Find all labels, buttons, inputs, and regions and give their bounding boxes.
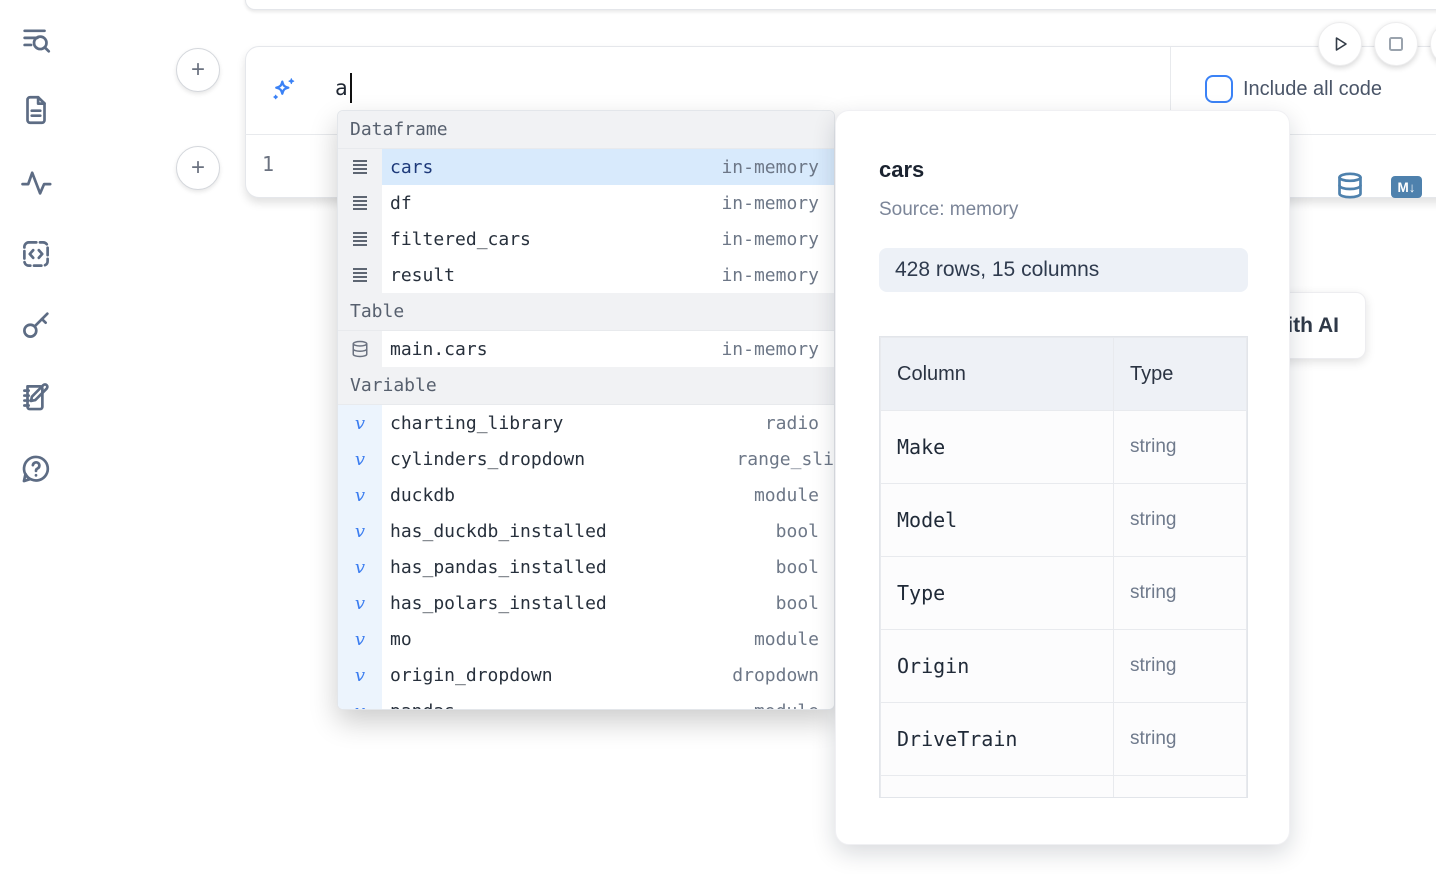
shape-badge: 428 rows, 15 columns <box>879 248 1248 292</box>
panel-source: Source: memory <box>879 199 1246 221</box>
variable-icon: v <box>355 629 365 650</box>
variable-icon: v <box>355 521 365 542</box>
schema-header-row: Column Type <box>881 338 1247 411</box>
schema-table: Column Type Make string Model string Typ… <box>880 337 1247 798</box>
sidebar-item-snippets[interactable] <box>18 236 54 272</box>
autocomplete-item-charting-library[interactable]: v charting_library radio <box>338 405 834 441</box>
schema-row: Make string <box>881 411 1247 484</box>
editor-line-number: 1 <box>262 152 274 176</box>
autocomplete-dropdown: Dataframe cars in-memory df in-memory fi… <box>337 110 835 710</box>
variable-icon: v <box>355 665 365 686</box>
autocomplete-item-cars[interactable]: cars in-memory <box>338 149 834 185</box>
autocomplete-item-has-duckdb-installed[interactable]: v has_duckdb_installed bool <box>338 513 834 549</box>
autocomplete-item-cylinders-dropdown[interactable]: v cylinders_dropdown range_sli <box>338 441 834 477</box>
column-header: Column <box>881 338 1114 411</box>
notebook-pen-icon <box>19 380 53 414</box>
sidebar-item-help[interactable] <box>18 451 54 487</box>
variable-icon: v <box>355 557 365 578</box>
sidebar-item-secrets[interactable] <box>18 307 54 343</box>
schema-row: DriveTrain string <box>881 703 1247 776</box>
schema-row-partial <box>881 776 1247 799</box>
include-all-code-label: Include all code <box>1243 78 1382 101</box>
variable-icon: v <box>355 413 365 434</box>
stop-cell-button[interactable] <box>1374 22 1418 66</box>
run-cell-button[interactable] <box>1318 22 1362 66</box>
schema-row: Origin string <box>881 630 1247 703</box>
autocomplete-item-result[interactable]: result in-memory <box>338 257 834 293</box>
autocomplete-item-has-pandas-installed[interactable]: v has_pandas_installed bool <box>338 549 834 585</box>
sidebar-item-files[interactable] <box>18 92 54 128</box>
variable-icon: v <box>355 449 365 470</box>
sidebar-item-scratchpad[interactable] <box>18 379 54 415</box>
previous-cell-fragment <box>245 0 1436 10</box>
schema-row: Model string <box>881 484 1247 557</box>
autocomplete-item-has-polars-installed[interactable]: v has_polars_installed bool <box>338 585 834 621</box>
section-header-dataframe: Dataframe <box>338 111 834 149</box>
autocomplete-item-pandas[interactable]: v pandas module <box>338 693 834 710</box>
play-icon <box>1328 32 1352 56</box>
dataframe-icon <box>351 158 369 176</box>
stop-square-icon <box>1384 32 1408 56</box>
section-header-variable: Variable <box>338 367 834 405</box>
help-chat-icon <box>19 452 53 486</box>
sidebar-item-toc[interactable] <box>18 22 54 58</box>
dataframe-icon <box>351 230 369 248</box>
dataframe-details-panel: cars Source: memory 428 rows, 15 columns… <box>835 110 1290 845</box>
section-header-table: Table <box>338 293 834 331</box>
text-cursor <box>350 73 352 103</box>
autocomplete-item-origin-dropdown[interactable]: v origin_dropdown dropdown <box>338 657 834 693</box>
schema-row: Type string <box>881 557 1247 630</box>
code-snippet-icon <box>19 237 53 271</box>
database-action-icon[interactable] <box>1336 171 1364 200</box>
toc-search-icon <box>19 23 53 57</box>
variable-icon: v <box>355 485 365 506</box>
markdown-convert-icon[interactable]: M↓ <box>1391 176 1422 198</box>
sidebar-item-tracing[interactable] <box>18 164 54 200</box>
dataframe-icon <box>351 194 369 212</box>
add-cell-below-button[interactable]: + <box>176 146 220 190</box>
key-icon <box>19 308 53 342</box>
autocomplete-item-df[interactable]: df in-memory <box>338 185 834 221</box>
variable-icon: v <box>355 593 365 614</box>
add-cell-above-button[interactable]: + <box>176 48 220 92</box>
activity-pulse-icon <box>19 165 53 199</box>
ai-prompt-input[interactable]: a <box>335 72 348 104</box>
dataframe-icon <box>351 266 369 284</box>
autocomplete-item-filtered-cars[interactable]: filtered_cars in-memory <box>338 221 834 257</box>
schema-table-wrapper: Column Type Make string Model string Typ… <box>879 336 1248 798</box>
database-icon <box>351 340 369 358</box>
include-all-code-checkbox[interactable] <box>1205 75 1233 103</box>
variable-icon: v <box>355 701 365 711</box>
file-document-icon <box>19 93 53 127</box>
type-header: Type <box>1114 338 1247 411</box>
ai-sparkles-icon <box>269 75 298 104</box>
autocomplete-item-main-cars[interactable]: main.cars in-memory <box>338 331 834 367</box>
autocomplete-item-duckdb[interactable]: v duckdb module <box>338 477 834 513</box>
autocomplete-item-mo[interactable]: v mo module <box>338 621 834 657</box>
panel-title: cars <box>879 157 1246 183</box>
